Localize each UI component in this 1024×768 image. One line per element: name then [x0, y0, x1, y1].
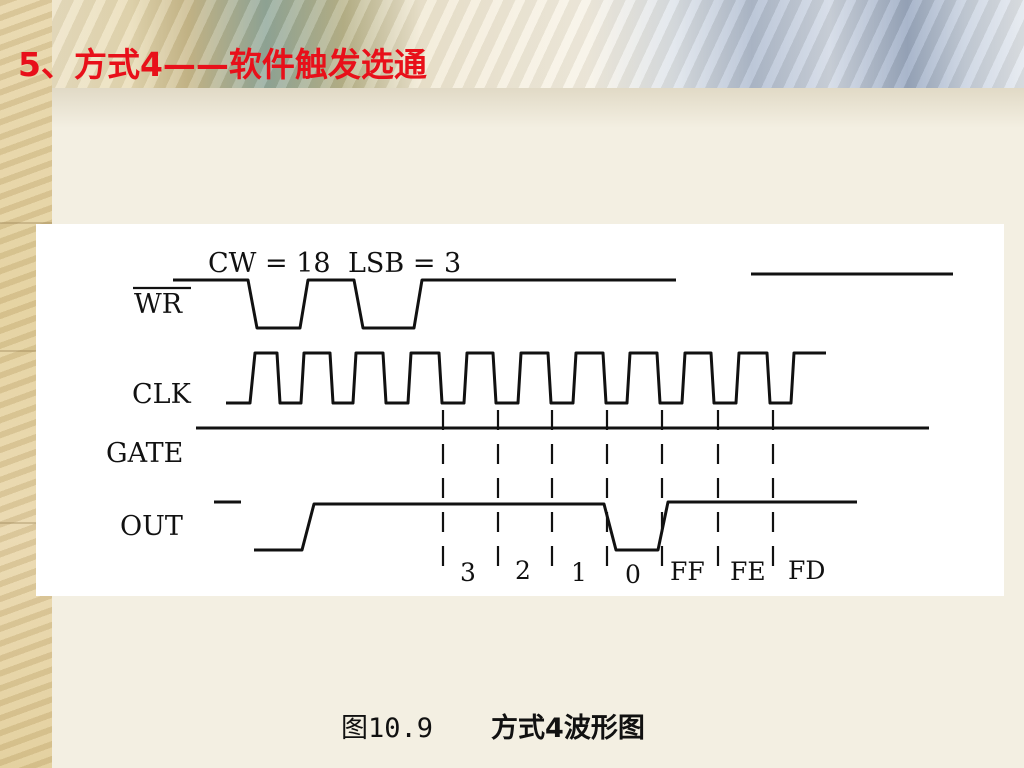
wr-label: WR	[134, 289, 183, 320]
lsb-label: LSB = 3	[348, 248, 461, 279]
count-value: FE	[730, 557, 766, 586]
count-value: 3	[460, 558, 476, 587]
figure-description: 方式4波形图	[491, 713, 645, 744]
strip-seam	[0, 350, 52, 352]
out-waveform	[214, 500, 857, 552]
clk-label: CLK	[132, 379, 192, 410]
decorative-banner	[52, 0, 1024, 88]
clk-waveform	[226, 351, 826, 405]
strip-seam	[0, 522, 52, 524]
count-value: 2	[515, 556, 531, 585]
slide-title: 5、方式4——软件触发选通	[18, 45, 427, 84]
timing-diagram-panel: WR CW = 18 LSB = 3 CLK GATE OUT 3 2 1 0 …	[36, 224, 1004, 596]
count-value: 1	[571, 558, 587, 587]
timing-diagram: WR CW = 18 LSB = 3 CLK GATE OUT 3 2 1 0 …	[106, 248, 953, 589]
out-label: OUT	[120, 511, 183, 542]
count-value: 0	[625, 560, 641, 589]
control-word-label: CW = 18	[208, 248, 331, 279]
strip-seam	[0, 222, 52, 224]
wr-waveform	[173, 272, 953, 330]
count-value: FF	[670, 557, 705, 586]
banner-shadow	[52, 88, 1024, 128]
gate-label: GATE	[106, 438, 183, 469]
count-value: FD	[788, 556, 825, 585]
figure-caption: 图10.9 方式4波形图	[341, 706, 645, 745]
figure-number: 图10.9	[341, 713, 434, 744]
